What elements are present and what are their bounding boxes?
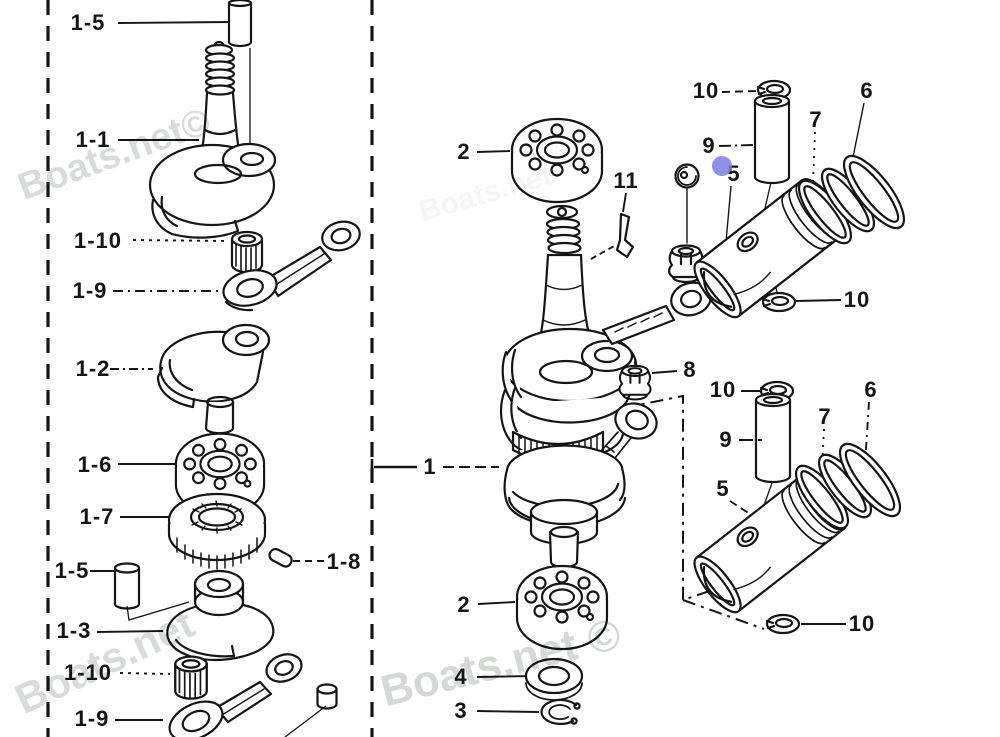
spiral-washer-drawing [674,163,700,244]
part-label-9-R3[interactable]: 9 [702,133,716,158]
part-label-1-5-L0[interactable]: 1-5 [70,10,106,35]
main-bearing-2-bottom-drawing [515,564,609,651]
part-label-6-R14[interactable]: 6 [864,377,878,402]
dowel-pin-1-8-drawing [268,547,293,568]
leader-lines [90,21,870,737]
main-bearing-2-top-drawing [510,117,604,204]
part-label-7-R5[interactable]: 7 [809,107,823,132]
connecting-rod-upper-drawing [601,281,712,346]
crankshaft-half-1-1-drawing [148,40,277,239]
part-label-1-10-L2[interactable]: 1-10 [73,228,123,253]
part-label-9-R11[interactable]: 9 [719,427,733,452]
crank-web-1-2-drawing [156,323,271,435]
part-label-6-R6[interactable]: 6 [860,78,874,103]
part-label-4-R17[interactable]: 4 [454,664,468,689]
needle-bearing-1-10-bottom-drawing [174,655,208,700]
dowel-pin-1-5-top-drawing [227,0,253,48]
part-label-2-R0[interactable]: 2 [457,139,471,164]
part-label-10-R10[interactable]: 10 [709,377,737,402]
circlip-10-bottom2-drawing [765,613,801,635]
connecting-rod-1-9-top-drawing [222,220,361,312]
dowel-pin-1-5-bottom-drawing [113,562,141,610]
part-label-8-R7[interactable]: 8 [683,357,697,382]
ring-6-bottom-drawing [839,442,901,518]
highlight-dot-part-5[interactable] [712,156,732,176]
snap-ring-3-drawing [540,698,581,726]
part-label-3-R18[interactable]: 3 [454,698,468,723]
part-label-5-R12[interactable]: 5 [716,476,730,501]
part-label-1-8-L9[interactable]: 1-8 [326,549,362,574]
part-label-1-10-L10[interactable]: 1-10 [63,660,113,685]
part-label-11-R1[interactable]: 11 [613,168,639,193]
woodruff-key-11-drawing [615,212,635,259]
part-label-1-9-L11[interactable]: 1-9 [74,706,110,731]
part-label-7-R13[interactable]: 7 [818,404,832,429]
part-label-1-9-L3[interactable]: 1-9 [72,278,108,303]
part-label-10-R2[interactable]: 10 [692,78,720,103]
needle-bearing-1-10-top-drawing [230,230,264,274]
piston-group-boundary [622,394,765,630]
washer-4-drawing [524,657,584,701]
castle-nut-8-drawing [618,364,652,401]
part-label-10-R15[interactable]: 10 [848,611,876,636]
dowel-pin-unlabeled-drawing [316,683,338,710]
crankshaft-assembly-1-drawing [499,204,638,569]
connecting-rod-lower-eye-drawing [600,402,658,459]
part-label-1-2-L4[interactable]: 1-2 [75,356,111,381]
part-label-1-1-L1[interactable]: 1-1 [75,127,111,152]
part-label-1-7-L6[interactable]: 1-7 [79,504,115,529]
part-label-1-R9[interactable]: 1 [423,454,437,479]
left-panel-border [46,0,374,737]
part-label-1-3-L8[interactable]: 1-3 [56,618,92,643]
crank-web-1-3-drawing [166,569,275,661]
part-label-2-R16[interactable]: 2 [457,592,471,617]
ring-6-top-drawing [843,154,905,230]
piston-pin-9-bottom-drawing [754,392,792,484]
piston-pin-9-top-drawing [753,93,791,185]
piston-rings-7-top-drawing [798,167,875,245]
part-label-1-5-L7[interactable]: 1-5 [54,558,90,583]
part-label-10-R8[interactable]: 10 [843,287,871,312]
part-label-1-6-L5[interactable]: 1-6 [77,452,113,477]
toothed-rotor-1-7-drawing [167,492,267,570]
connecting-rod-1-9-bottom-drawing [168,653,303,737]
circlip-10-bottom1-drawing [761,291,797,313]
